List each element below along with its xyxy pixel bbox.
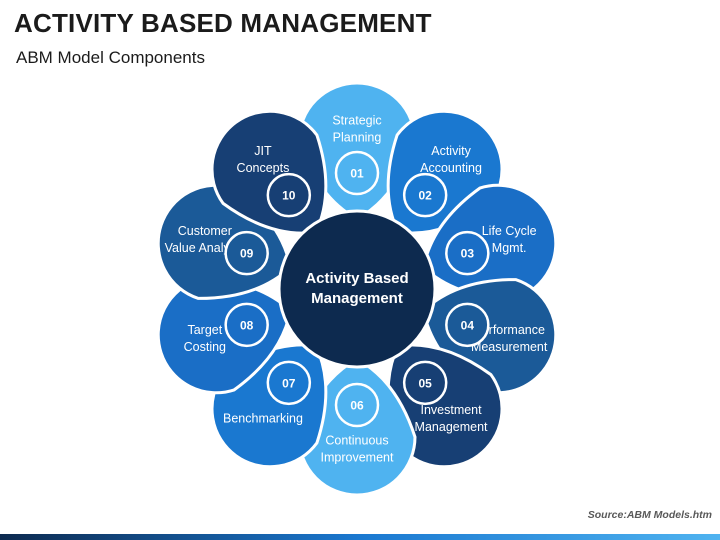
number-badge-06 bbox=[334, 382, 380, 428]
petal-label-07: Benchmarking bbox=[223, 411, 303, 425]
number-label-10: 10 bbox=[282, 189, 296, 203]
number-badge-04 bbox=[445, 302, 490, 348]
number-label-08: 08 bbox=[240, 318, 254, 332]
number-label-07: 07 bbox=[282, 376, 296, 390]
number-badge-05 bbox=[402, 360, 448, 406]
number-label-03: 03 bbox=[461, 247, 475, 261]
number-badge-10 bbox=[266, 172, 312, 218]
number-label-09: 09 bbox=[240, 247, 254, 261]
number-badge-07 bbox=[266, 360, 312, 406]
number-label-04: 04 bbox=[461, 318, 475, 332]
number-badge-03 bbox=[445, 230, 490, 276]
number-label-02: 02 bbox=[419, 189, 433, 203]
number-label-05: 05 bbox=[419, 376, 433, 390]
page-title: ACTIVITY BASED MANAGEMENT bbox=[14, 8, 432, 38]
footer-bar bbox=[0, 534, 720, 540]
number-label-01: 01 bbox=[350, 167, 364, 181]
number-badge-01 bbox=[334, 150, 380, 196]
page-subtitle: ABM Model Components bbox=[16, 48, 205, 67]
source-note: Source:ABM Models.htm bbox=[587, 509, 712, 521]
number-badge-02 bbox=[402, 172, 448, 218]
center-circle bbox=[277, 209, 437, 369]
number-label-06: 06 bbox=[350, 399, 364, 413]
number-badge-09 bbox=[224, 230, 269, 276]
number-badge-08 bbox=[224, 302, 269, 348]
